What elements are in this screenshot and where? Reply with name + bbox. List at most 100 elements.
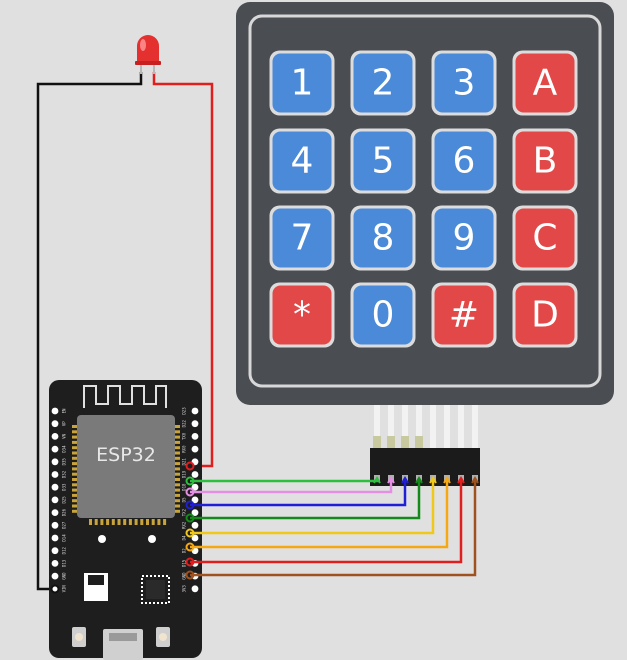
key-face <box>272 131 332 191</box>
chip-pad <box>106 519 110 525</box>
key-label: C <box>532 218 557 259</box>
pin-label: D32 <box>62 470 67 478</box>
key-7[interactable]: 7 <box>269 205 335 271</box>
chip-pad <box>175 504 180 508</box>
key-face <box>434 208 494 268</box>
chip-pad <box>175 451 180 455</box>
pin-label: D14 <box>62 534 67 542</box>
ribbon-wire <box>458 405 464 450</box>
wire-arrow <box>373 476 381 484</box>
header-pin <box>51 407 59 415</box>
header-pin <box>191 471 199 478</box>
key-C[interactable]: C <box>512 205 578 271</box>
chip-pad <box>175 499 180 503</box>
header-pin <box>191 534 199 542</box>
header-pin <box>51 445 59 453</box>
header-pin <box>51 420 59 428</box>
key-1[interactable]: 1 <box>269 50 335 116</box>
right-pin-header: D23D22TX0RX0D21D19D18D5TX2RX2D4D2D15GND3… <box>182 407 199 593</box>
wire-end <box>185 570 195 580</box>
chip-pad <box>175 488 180 492</box>
key-face <box>434 131 494 191</box>
header-pin <box>191 496 199 504</box>
chip-pad <box>175 430 180 434</box>
signal-wire <box>190 478 421 520</box>
chip-pad <box>100 519 104 525</box>
pin-label: 3V3 <box>182 585 187 593</box>
key-3[interactable]: 3 <box>431 50 497 116</box>
wire-end <box>185 513 195 523</box>
pin-label: TX2 <box>182 508 187 516</box>
pin-label: RX2 <box>182 521 187 529</box>
key-0[interactable]: 0 <box>350 282 416 348</box>
pin-label: D2 <box>182 548 187 553</box>
key-4[interactable]: 4 <box>269 128 335 194</box>
wire-end <box>185 487 195 497</box>
chip-pad <box>175 478 180 481</box>
led-red-wire <box>152 72 214 468</box>
key-2[interactable]: 2 <box>350 50 416 116</box>
key-A[interactable]: A <box>512 50 578 116</box>
pin-label: EN <box>62 408 67 413</box>
ribbon-wire <box>444 405 450 450</box>
key-label: 9 <box>453 218 476 259</box>
chip-pad <box>72 488 77 492</box>
chip-pad <box>175 435 180 439</box>
key-label: 4 <box>291 141 314 182</box>
wire-end <box>185 500 195 510</box>
chip-pad <box>151 519 155 525</box>
signal-wire <box>190 478 463 564</box>
key-face <box>434 285 494 345</box>
wire-end <box>185 528 195 538</box>
pin-label: D13 <box>62 559 67 567</box>
ribbon-cable <box>373 405 478 450</box>
chip-pad <box>72 493 77 497</box>
ribbon-clip <box>373 436 381 448</box>
chip-pad <box>72 430 77 434</box>
esp32-board: ESP32 ENVPVND34D35D32D33D25D26D27D14D12D… <box>49 380 202 660</box>
chip-pad <box>175 493 180 497</box>
chip-pad <box>175 467 180 471</box>
key-label: 0 <box>372 295 395 336</box>
key-9[interactable]: 9 <box>431 205 497 271</box>
key-#[interactable]: # <box>431 282 497 348</box>
chip-pad <box>72 451 77 455</box>
wire-arrow <box>471 476 479 484</box>
chip-pad <box>72 462 77 466</box>
mounting-hole <box>98 535 106 543</box>
key-label: * <box>293 295 311 336</box>
signal-wire <box>190 478 407 507</box>
chip-pad <box>72 499 77 503</box>
pin-label: D27 <box>62 521 67 529</box>
key-face <box>515 285 575 345</box>
header-pin <box>51 560 59 567</box>
ribbon-wire <box>430 405 436 450</box>
chip-pad <box>175 483 180 487</box>
signal-wire <box>190 478 379 483</box>
pin-label: D21 <box>182 458 187 466</box>
chip-pad <box>140 519 144 525</box>
wire-end <box>185 476 195 486</box>
wire-arrow <box>443 476 451 484</box>
signal-wire <box>190 478 435 535</box>
key-D[interactable]: D <box>512 282 578 348</box>
key-face <box>272 53 332 113</box>
chip-pad <box>175 425 180 428</box>
key-6[interactable]: 6 <box>431 128 497 194</box>
chip-pad <box>134 519 138 525</box>
header-pin <box>191 509 199 516</box>
wire-end <box>185 542 195 552</box>
key-5[interactable]: 5 <box>350 128 416 194</box>
key-8[interactable]: 8 <box>350 205 416 271</box>
chip-pad <box>175 446 180 450</box>
chip-pad <box>72 446 77 450</box>
key-label: # <box>449 295 479 336</box>
key-*[interactable]: * <box>269 282 335 348</box>
chip-pads <box>72 425 180 525</box>
chip-pad <box>72 483 77 487</box>
key-B[interactable]: B <box>512 128 578 194</box>
pin-label: D33 <box>62 483 67 491</box>
header-pin <box>191 483 199 491</box>
